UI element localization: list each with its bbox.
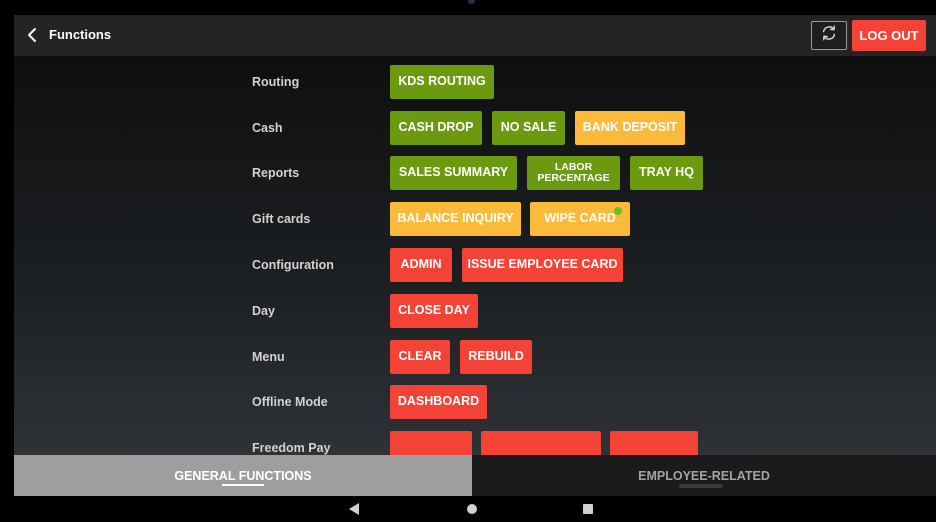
no-sale-button[interactable]: NO SALE — [492, 111, 565, 145]
tab-label: GENERAL FUNCTIONS — [174, 468, 312, 483]
button-label-line-1: LABOR — [554, 160, 593, 173]
function-row-menu: Menu CLEAR REBUILD — [14, 340, 936, 376]
row-label: Gift cards — [252, 212, 311, 226]
row-label: Menu — [252, 350, 285, 364]
bottom-tabs: GENERAL FUNCTIONS EMPLOYEE-RELATED — [14, 455, 936, 496]
triangle-back-icon[interactable] — [346, 501, 362, 517]
function-row-day: Day CLOSE DAY — [14, 294, 936, 330]
row-label: Offline Mode — [252, 395, 328, 409]
row-label: Cash — [252, 121, 283, 135]
row-label: Configuration — [252, 258, 334, 272]
function-row-gift-cards: Gift cards BALANCE INQUIRY WIPE CARD — [14, 202, 936, 238]
tab-employee-related[interactable]: EMPLOYEE-RELATED — [472, 455, 936, 496]
function-row-configuration: Configuration ADMIN ISSUE EMPLOYEE CARD — [14, 248, 936, 284]
wipe-card-button[interactable]: WIPE CARD — [530, 202, 630, 236]
chevron-left-icon[interactable] — [24, 26, 42, 44]
active-tab-indicator — [222, 484, 264, 486]
square-recents-icon[interactable] — [580, 501, 596, 517]
camera-notch — [468, 0, 475, 4]
refresh-button[interactable] — [811, 21, 847, 50]
status-dot-icon — [614, 207, 622, 215]
function-row-routing: Routing KDS ROUTING — [14, 65, 936, 101]
cash-drop-button[interactable]: CASH DROP — [390, 111, 482, 145]
close-day-button[interactable]: CLOSE DAY — [390, 294, 478, 328]
sales-summary-button[interactable]: SALES SUMMARY — [390, 156, 517, 190]
button-label-line-2: PERCENTAGE — [537, 172, 610, 184]
function-row-offline-mode: Offline Mode DASHBOARD — [14, 385, 936, 421]
function-row-freedom-pay: Freedom Pay — [14, 431, 936, 455]
freedom-pay-button-2[interactable] — [481, 431, 601, 455]
row-label: Day — [252, 304, 275, 318]
app-window: Functions LOG OUT Routing KDS ROUTING Ca… — [14, 15, 936, 496]
admin-button[interactable]: ADMIN — [390, 248, 452, 282]
row-label: Reports — [252, 166, 300, 180]
rebuild-button[interactable]: REBUILD — [460, 340, 532, 374]
wipe-card-label: WIPE CARD — [544, 211, 616, 226]
status-bar — [0, 0, 936, 15]
balance-inquiry-button[interactable]: BALANCE INQUIRY — [390, 202, 521, 236]
issue-employee-card-button[interactable]: ISSUE EMPLOYEE CARD — [462, 248, 623, 282]
row-label: Routing — [252, 75, 300, 89]
refresh-icon — [820, 24, 838, 47]
function-row-reports: Reports SALES SUMMARY LABOR PERCENTAGE T… — [14, 156, 936, 192]
kds-routing-button[interactable]: KDS ROUTING — [390, 65, 494, 99]
circle-home-icon[interactable] — [464, 501, 480, 517]
freedom-pay-button-3[interactable] — [610, 431, 698, 455]
tab-scroll-indicator — [679, 484, 723, 488]
tray-hq-button[interactable]: TRAY HQ — [630, 156, 703, 190]
clear-button[interactable]: CLEAR — [390, 340, 450, 374]
function-row-cash: Cash CASH DROP NO SALE BANK DEPOSIT — [14, 111, 936, 147]
tab-general-functions[interactable]: GENERAL FUNCTIONS — [14, 455, 472, 496]
logout-button[interactable]: LOG OUT — [852, 20, 926, 51]
row-label: Freedom Pay — [252, 441, 331, 455]
functions-panel: Routing KDS ROUTING Cash CASH DROP NO SA… — [14, 56, 936, 455]
bank-deposit-button[interactable]: BANK DEPOSIT — [575, 111, 685, 145]
freedom-pay-button-1[interactable] — [390, 431, 472, 455]
tab-label: EMPLOYEE-RELATED — [638, 468, 770, 483]
labor-percentage-button[interactable]: LABOR PERCENTAGE — [527, 156, 620, 190]
system-nav-bar — [0, 496, 936, 522]
dashboard-button[interactable]: DASHBOARD — [390, 385, 487, 419]
page-title: Functions — [49, 27, 112, 42]
header-bar: Functions LOG OUT — [14, 15, 936, 56]
